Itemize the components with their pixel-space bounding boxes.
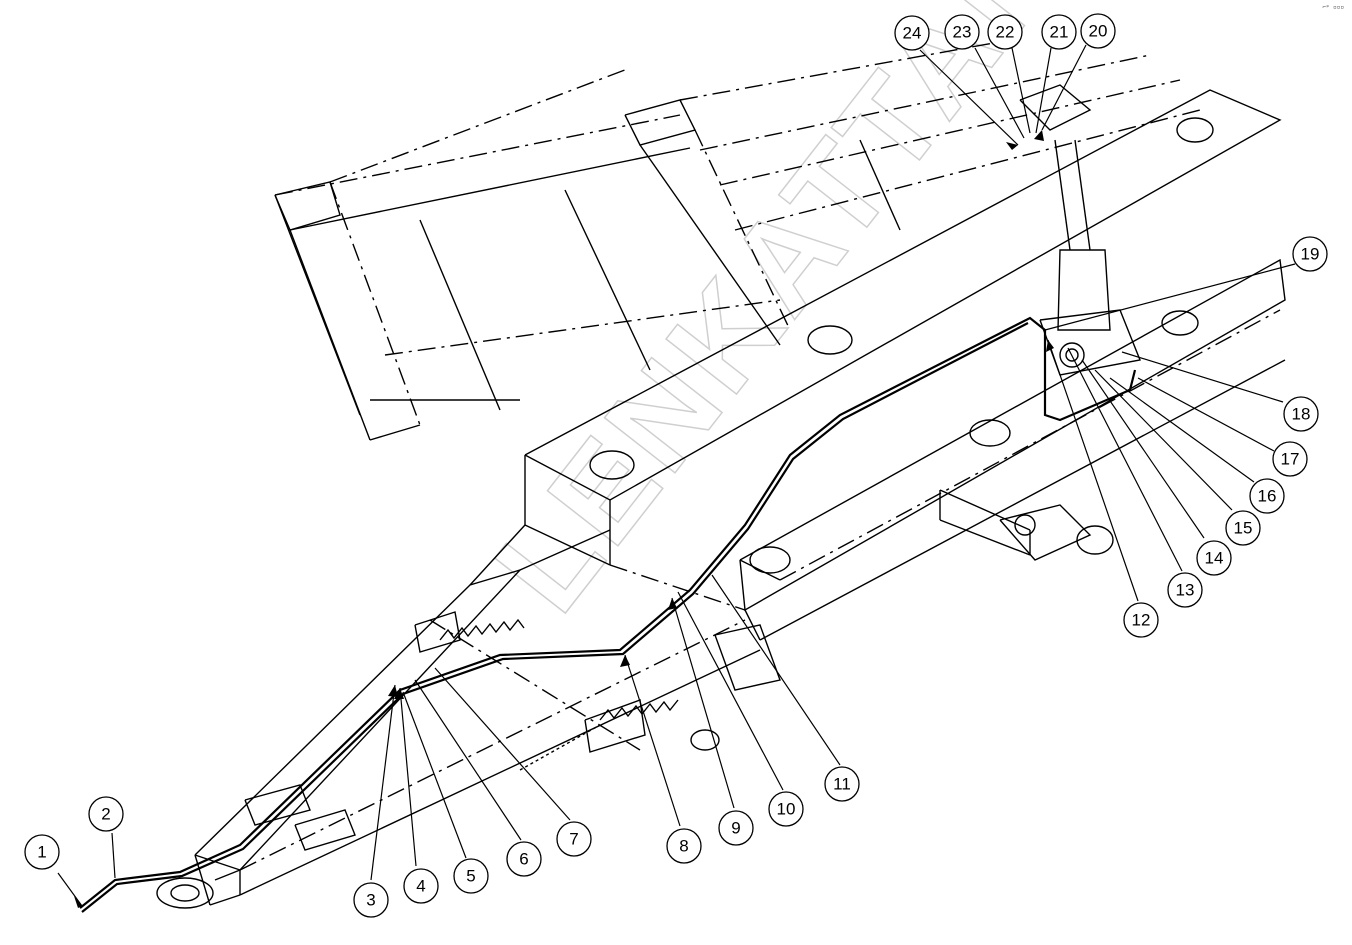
callout-label-9: 9 [731,819,740,838]
callout-circle-5 [453,858,489,894]
leader-20 [1041,44,1087,131]
callout-circle-24 [894,15,930,51]
callout-label-20: 20 [1089,22,1108,41]
callout-label-12: 12 [1132,611,1151,630]
leader-8 [624,654,681,827]
callout-label-3: 3 [366,891,375,910]
tension-springs [439,618,679,771]
callout-circle-16 [1249,478,1285,514]
callout-circle-3 [353,882,389,918]
leader-23 [974,47,1025,139]
callout-circle-21 [1041,14,1077,50]
callout-circle-8 [666,828,702,864]
callout-circle-7 [556,821,592,857]
callout-circle-18 [1283,396,1319,432]
callout-label-19: 19 [1301,245,1320,264]
leader-19 [1044,263,1296,331]
callout-label-16: 16 [1258,487,1277,506]
callout-circle-20 [1080,13,1116,49]
leader-16 [1109,377,1255,483]
callout-circle-13 [1167,572,1203,608]
leader-21 [1035,47,1052,134]
callout-circle-12 [1123,602,1159,638]
callout-label-21: 21 [1050,23,1069,42]
drawbar-a-frame [156,524,761,909]
leader-18 [1121,351,1284,403]
callout-label-4: 4 [416,877,425,896]
callout-label-11: 11 [833,775,851,794]
leader-1 [57,872,83,907]
leader-10 [677,591,784,791]
callout-circle-4 [403,868,439,904]
callout-circle-11 [824,766,860,802]
rear-brackets [690,504,1114,751]
callout-label-24: 24 [903,24,922,43]
leader-3 [370,684,396,881]
chassis-linework [79,39,1286,913]
callout-labels: 1 2 3 4 5 6 7 8 9 10 11 12 13 14 15 16 1… [37,22,1319,910]
callout-circle-17 [1272,441,1308,477]
callout-label-18: 18 [1292,405,1311,424]
leader-6 [414,679,522,841]
callout-label-17: 17 [1281,450,1300,469]
leader-7 [434,667,571,821]
callout-circle-9 [718,810,754,846]
leader-12 [1047,339,1139,602]
leader-11 [711,574,841,766]
callout-circle-1 [24,834,60,870]
tipping-body-frame [274,39,1201,441]
leader-24 [919,49,1019,146]
hydraulic-cylinder [1019,84,1141,376]
callout-circle-14 [1196,540,1232,576]
callout-label-22: 22 [996,23,1015,42]
hydraulic-line [79,316,1137,913]
callout-circles [24,13,1328,918]
leader-17 [1137,377,1275,452]
callout-circle-23 [944,14,980,50]
callout-circle-19 [1292,236,1328,272]
callout-circle-6 [506,841,542,877]
leader-4 [399,687,417,867]
callout-label-23: 23 [953,23,972,42]
corner-mark: ⌐ᵖ ▫▫▫ [1322,4,1344,11]
rubber-pads [589,117,1214,574]
leader-5 [402,691,467,859]
leader-2 [111,832,116,879]
callout-leaders [57,44,1296,907]
callout-label-14: 14 [1205,549,1224,568]
callout-label-15: 15 [1234,519,1253,538]
callout-label-1: 1 [37,843,46,862]
leader-15 [1094,369,1233,511]
callout-label-8: 8 [679,837,688,856]
leader-13 [1067,347,1183,572]
leader-9 [671,597,735,809]
callout-circle-22 [987,14,1023,50]
callout-label-10: 10 [777,800,796,819]
callout-circle-15 [1225,510,1261,546]
leader-22 [1011,47,1031,134]
leader-arrowheads [74,130,1054,908]
callout-label-6: 6 [519,850,528,869]
callout-label-2: 2 [101,805,110,824]
callout-label-13: 13 [1176,581,1195,600]
callout-circle-10 [768,791,804,827]
main-chassis-rails [524,89,1286,641]
callout-circle-2 [88,796,124,832]
leader-14 [1081,359,1205,539]
callout-label-5: 5 [466,867,475,886]
callout-label-7: 7 [569,830,578,849]
